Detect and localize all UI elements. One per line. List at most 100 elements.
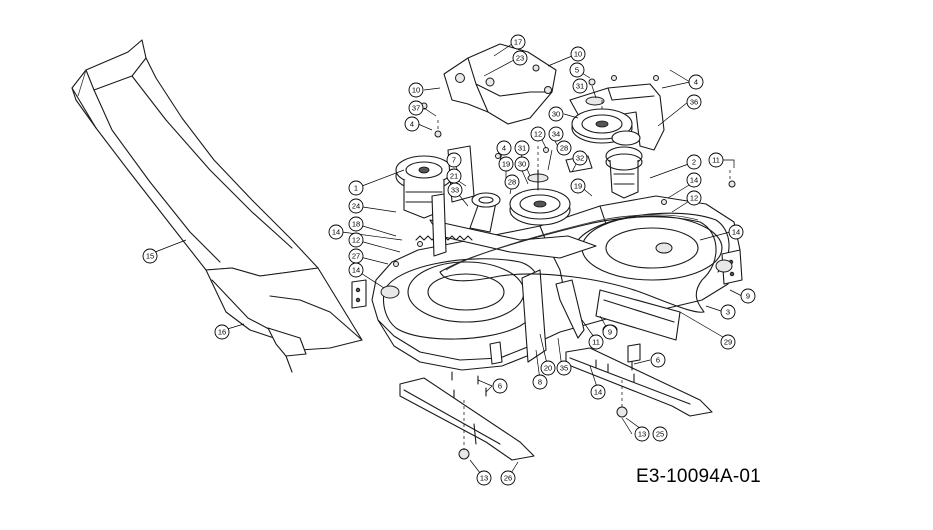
- callout-17: 17: [510, 34, 526, 50]
- callout-10: 10: [408, 82, 424, 98]
- svg-text:35: 35: [560, 364, 568, 373]
- callout-14: 14: [728, 224, 744, 240]
- callout-14: 14: [590, 384, 606, 400]
- svg-text:12: 12: [534, 130, 542, 139]
- svg-text:37: 37: [412, 104, 420, 113]
- svg-text:30: 30: [552, 110, 560, 119]
- svg-text:21: 21: [450, 172, 458, 181]
- callout-2: 2: [686, 154, 702, 170]
- callout-23: 23: [512, 50, 528, 66]
- svg-text:27: 27: [352, 252, 360, 261]
- svg-text:2: 2: [692, 158, 696, 167]
- svg-text:36: 36: [690, 98, 698, 107]
- callout-11: 11: [708, 152, 724, 168]
- callout-3: 3: [720, 304, 736, 320]
- callout-35: 35: [556, 360, 572, 376]
- callout-9: 9: [740, 288, 756, 304]
- callout-32: 32: [572, 150, 588, 166]
- svg-text:32: 32: [576, 154, 584, 163]
- drawing-code: E3-10094A-01: [636, 466, 761, 487]
- callout-36: 36: [686, 94, 702, 110]
- callout-6: 6: [650, 352, 666, 368]
- svg-text:1: 1: [354, 184, 358, 193]
- callout-20: 20: [540, 360, 556, 376]
- drive-belt: [439, 214, 717, 313]
- callout-19: 19: [498, 156, 514, 172]
- svg-text:10: 10: [574, 50, 582, 59]
- svg-text:4: 4: [694, 78, 698, 87]
- spindle-left: [395, 155, 453, 219]
- blade-left: [399, 377, 535, 461]
- callout-14: 14: [328, 224, 344, 240]
- callout-5: 5: [569, 62, 585, 78]
- svg-text:18: 18: [352, 220, 360, 229]
- svg-text:34: 34: [552, 130, 560, 139]
- callout-12: 12: [530, 126, 546, 142]
- belt-cover: [443, 43, 557, 125]
- callout-13: 13: [634, 426, 650, 442]
- svg-text:14: 14: [352, 266, 360, 275]
- svg-text:6: 6: [656, 356, 660, 365]
- svg-text:4: 4: [502, 144, 506, 153]
- callout-18: 18: [348, 216, 364, 232]
- callout-28: 28: [556, 140, 572, 156]
- svg-text:29: 29: [724, 338, 732, 347]
- svg-text:14: 14: [732, 228, 740, 237]
- svg-text:28: 28: [560, 144, 568, 153]
- assembly-lines: [437, 100, 731, 450]
- callout-21: 21: [446, 168, 462, 184]
- svg-text:9: 9: [608, 328, 612, 337]
- svg-text:12: 12: [690, 194, 698, 203]
- callout-31: 31: [572, 78, 588, 94]
- svg-text:11: 11: [592, 338, 600, 347]
- callout-9: 9: [602, 324, 618, 340]
- svg-text:15: 15: [146, 252, 154, 261]
- svg-text:11: 11: [712, 156, 720, 165]
- svg-text:30: 30: [518, 160, 526, 169]
- svg-text:23: 23: [516, 54, 524, 63]
- svg-text:19: 19: [574, 182, 582, 191]
- svg-text:13: 13: [480, 474, 488, 483]
- callout-29: 29: [720, 334, 736, 350]
- svg-text:10: 10: [412, 86, 420, 95]
- svg-text:7: 7: [452, 156, 456, 165]
- callout-33: 33: [447, 182, 463, 198]
- callout-1: 1: [348, 180, 364, 196]
- callout-8: 8: [532, 374, 548, 390]
- callout-15: 15: [142, 248, 158, 264]
- callout-7: 7: [446, 152, 462, 168]
- callout-13: 13: [476, 470, 492, 486]
- svg-text:5: 5: [575, 66, 579, 75]
- svg-text:14: 14: [332, 228, 340, 237]
- svg-text:16: 16: [218, 328, 226, 337]
- svg-text:28: 28: [508, 178, 516, 187]
- svg-text:24: 24: [352, 202, 360, 211]
- chute-deflector: [205, 267, 363, 373]
- svg-text:4: 4: [410, 120, 414, 129]
- callout-16: 16: [214, 324, 230, 340]
- callout-6: 6: [492, 378, 508, 394]
- callout-24: 24: [348, 198, 364, 214]
- callout-12: 12: [348, 232, 364, 248]
- callout-10: 10: [570, 46, 586, 62]
- svg-text:33: 33: [451, 186, 459, 195]
- callout-4: 4: [496, 140, 512, 156]
- callout-25: 25: [652, 426, 668, 442]
- callout-19: 19: [570, 178, 586, 194]
- svg-text:26: 26: [504, 474, 512, 483]
- svg-text:9: 9: [746, 292, 750, 301]
- callout-12: 12: [686, 190, 702, 206]
- svg-text:3: 3: [726, 308, 730, 317]
- svg-text:14: 14: [690, 176, 698, 185]
- svg-text:6: 6: [498, 382, 502, 391]
- svg-text:20: 20: [544, 364, 552, 373]
- callout-31: 31: [514, 140, 530, 156]
- callout-14: 14: [348, 262, 364, 278]
- svg-text:25: 25: [656, 430, 664, 439]
- callout-37: 37: [408, 100, 424, 116]
- callout-4: 4: [688, 74, 704, 90]
- callout-26: 26: [500, 470, 516, 486]
- svg-text:8: 8: [538, 378, 542, 387]
- svg-text:12: 12: [352, 236, 360, 245]
